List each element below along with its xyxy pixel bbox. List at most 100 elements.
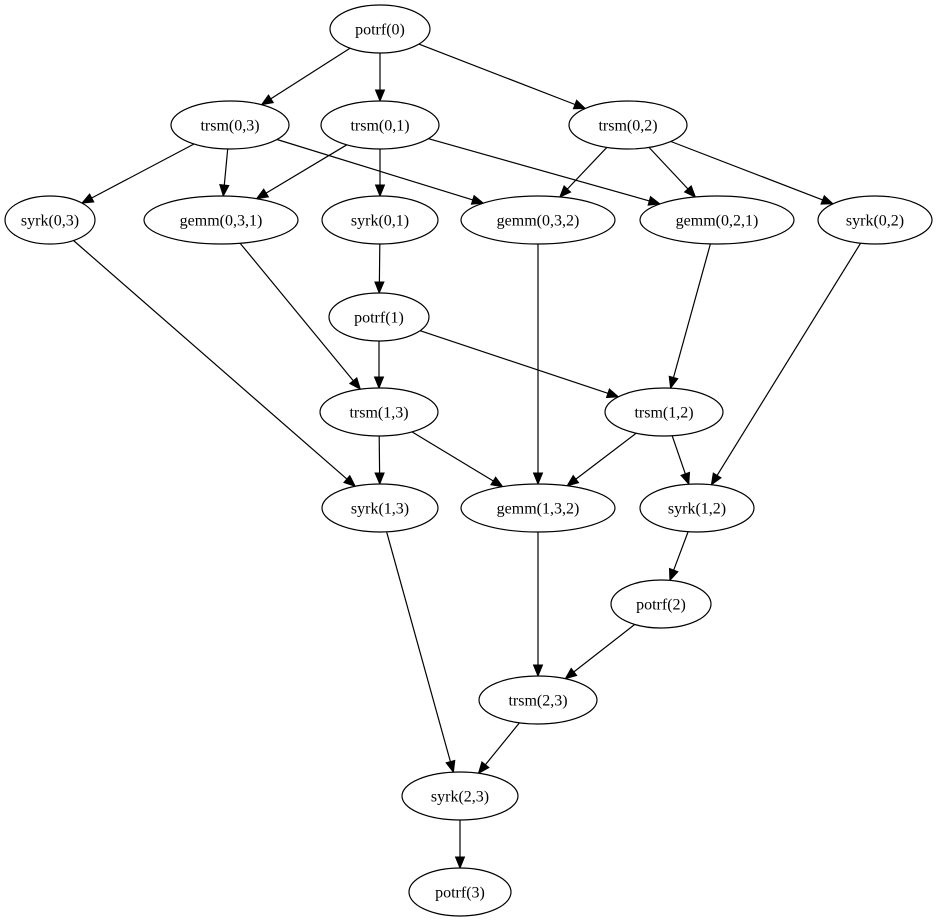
edge-potrf0-to-trsm01 bbox=[374, 53, 386, 103]
node-ellipse bbox=[478, 675, 598, 725]
edge-trsm12-to-gemm132 bbox=[566, 432, 637, 487]
node-label: potrf(3) bbox=[435, 885, 485, 902]
edge-gemm032-to-gemm132 bbox=[532, 244, 544, 486]
edge-trsm13-to-syrk13 bbox=[374, 435, 385, 486]
edge-line bbox=[265, 144, 348, 194]
node-label: syrk(1,2) bbox=[668, 501, 726, 518]
node-label: trsm(0,3) bbox=[200, 118, 259, 135]
node-label: trsm(1,2) bbox=[634, 405, 693, 422]
node-trsm13: trsm(1,3) bbox=[319, 387, 439, 437]
edge-syrk02-to-syrk12 bbox=[710, 242, 862, 486]
edge-trsm02-to-syrk02 bbox=[670, 140, 835, 205]
edge-line bbox=[575, 432, 637, 480]
node-syrk12: syrk(1,2) bbox=[639, 483, 755, 533]
edge-line bbox=[223, 148, 229, 186]
arrowhead-icon bbox=[564, 667, 578, 680]
node-ellipse bbox=[460, 483, 616, 533]
arrowhead-icon bbox=[566, 474, 580, 487]
edge-syrk12-to-potrf2 bbox=[668, 531, 689, 582]
node-ellipse bbox=[604, 387, 724, 437]
arrowhead-icon bbox=[374, 281, 385, 295]
node-ellipse bbox=[408, 867, 512, 917]
arrowhead-icon bbox=[558, 185, 572, 198]
edge-line bbox=[411, 431, 494, 482]
edge-trsm12-to-syrk12 bbox=[671, 435, 691, 486]
edges-layer bbox=[73, 43, 862, 870]
nodes-layer: potrf(0)trsm(0,3)trsm(0,1)trsm(0,2)syrk(… bbox=[4, 4, 933, 917]
node-trsm03: trsm(0,3) bbox=[170, 100, 290, 150]
node-ellipse bbox=[329, 4, 431, 54]
node-label: trsm(0,2) bbox=[598, 118, 657, 135]
node-trsm02: trsm(0,2) bbox=[568, 100, 688, 150]
arrowhead-icon bbox=[668, 375, 679, 390]
arrowhead-icon bbox=[343, 474, 357, 488]
edge-line bbox=[670, 140, 823, 201]
arrowhead-icon bbox=[260, 94, 275, 106]
arrowhead-icon bbox=[373, 376, 385, 390]
node-gemm031: gemm(0,3,1) bbox=[143, 195, 299, 245]
node-gemm032: gemm(0,3,2) bbox=[460, 195, 616, 245]
node-ellipse bbox=[639, 483, 755, 533]
edge-trsm01-to-gemm031 bbox=[255, 144, 348, 200]
edge-syrk13-to-syrk23 bbox=[386, 531, 456, 774]
node-syrk02: syrk(0,2) bbox=[817, 195, 933, 245]
node-ellipse bbox=[401, 771, 519, 821]
edge-trsm01-to-gemm021 bbox=[428, 138, 662, 206]
node-syrk23: syrk(2,3) bbox=[401, 771, 519, 821]
node-ellipse bbox=[460, 195, 616, 245]
arrowhead-icon bbox=[668, 567, 679, 582]
arrowhead-icon bbox=[532, 664, 544, 678]
node-ellipse bbox=[639, 195, 795, 245]
node-potrf2: potrf(2) bbox=[610, 579, 712, 629]
arrowhead-icon bbox=[454, 856, 466, 870]
edge-line bbox=[672, 243, 711, 378]
node-trsm23: trsm(2,3) bbox=[478, 675, 598, 725]
arrowhead-icon bbox=[683, 185, 697, 198]
edge-line bbox=[573, 623, 636, 673]
edge-line bbox=[73, 240, 348, 480]
edge-line bbox=[428, 138, 650, 202]
arrowhead-icon bbox=[710, 472, 722, 486]
node-label: syrk(0,1) bbox=[351, 213, 409, 230]
node-trsm01: trsm(0,1) bbox=[320, 100, 440, 150]
node-gemm021: gemm(0,2,1) bbox=[639, 195, 795, 245]
node-label: trsm(2,3) bbox=[508, 693, 567, 710]
node-gemm132: gemm(1,3,2) bbox=[460, 483, 616, 533]
edge-potrf0-to-trsm03 bbox=[260, 47, 351, 106]
edge-line bbox=[673, 531, 689, 571]
edge-potrf1-to-trsm12 bbox=[419, 330, 620, 399]
edge-trsm01-to-syrk01 bbox=[374, 149, 386, 198]
arrowhead-icon bbox=[374, 89, 386, 103]
arrowhead-icon bbox=[605, 388, 620, 399]
arrowhead-icon bbox=[80, 193, 95, 204]
edge-gemm031-to-trsm13 bbox=[239, 242, 362, 391]
arrowhead-icon bbox=[680, 471, 691, 486]
edge-line bbox=[239, 242, 354, 382]
edge-trsm03-to-syrk03 bbox=[80, 143, 195, 204]
arrowhead-icon bbox=[255, 188, 270, 200]
edge-line bbox=[671, 435, 686, 474]
node-trsm12: trsm(1,2) bbox=[604, 387, 724, 437]
edge-potrf2-to-trsm23 bbox=[564, 623, 636, 680]
edge-syrk23-to-potrf3 bbox=[454, 820, 466, 870]
arrowhead-icon bbox=[374, 184, 386, 198]
edge-trsm02-to-gemm032 bbox=[558, 146, 608, 198]
node-label: syrk(2,3) bbox=[431, 789, 489, 806]
node-label: potrf(1) bbox=[354, 310, 404, 327]
arrowhead-icon bbox=[470, 194, 485, 205]
node-syrk01: syrk(0,1) bbox=[321, 195, 439, 245]
node-ellipse bbox=[610, 579, 712, 629]
edge-line bbox=[419, 330, 609, 394]
arrowhead-icon bbox=[572, 99, 587, 110]
arrowhead-icon bbox=[445, 759, 456, 774]
node-ellipse bbox=[568, 100, 688, 150]
edge-gemm132-to-trsm23 bbox=[532, 532, 544, 678]
edge-line bbox=[276, 138, 473, 201]
node-label: trsm(1,3) bbox=[349, 405, 408, 422]
edge-trsm23-to-syrk23 bbox=[477, 722, 520, 775]
edge-line bbox=[91, 143, 195, 199]
arrowhead-icon bbox=[348, 377, 362, 391]
node-label: trsm(0,1) bbox=[350, 118, 409, 135]
arrowhead-icon bbox=[219, 184, 230, 198]
